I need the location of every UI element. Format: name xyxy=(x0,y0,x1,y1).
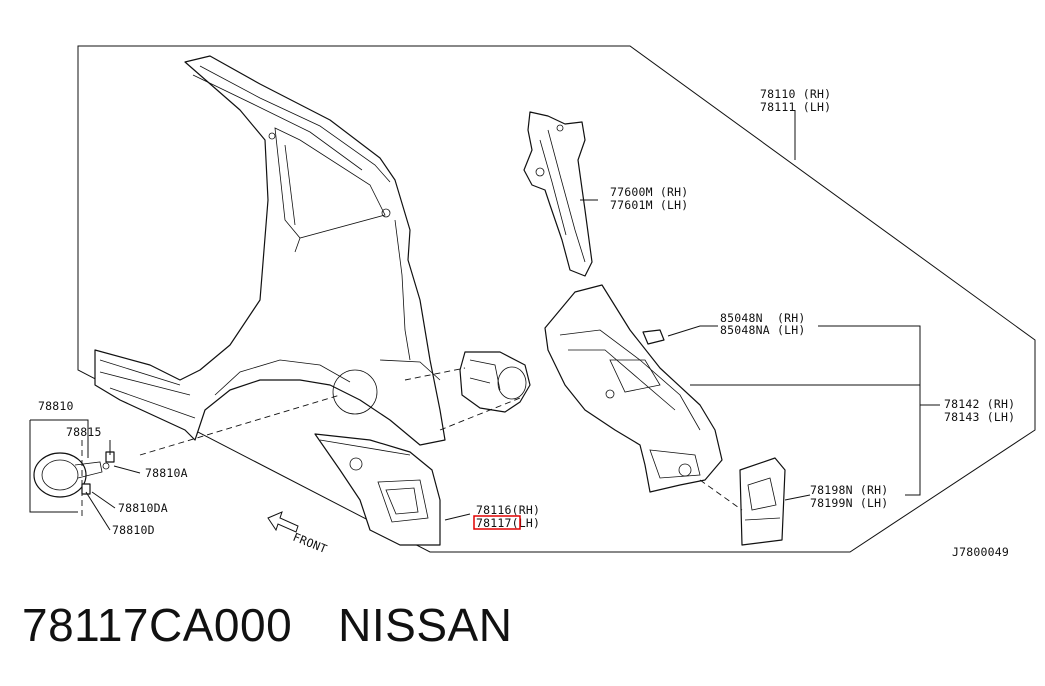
brand-name: NISSAN xyxy=(338,599,513,651)
front-arrow-icon xyxy=(267,511,299,533)
callout-78142: 78142 (RH) xyxy=(944,397,1015,411)
callout-78117[interactable]: 78117(LH) xyxy=(476,516,540,530)
callout-77601m: 77601M (LH) xyxy=(610,198,688,212)
callout-78810da: 78810DA xyxy=(118,501,168,515)
clip-85048[interactable] xyxy=(642,329,665,345)
inner-wheelhouse[interactable] xyxy=(544,284,723,493)
callout-78199n: 78199N (LH) xyxy=(810,496,888,510)
callout-78810: 78810 xyxy=(38,399,74,413)
assembly-line-2 xyxy=(404,367,466,381)
callout-78810d: 78810D xyxy=(112,523,155,537)
callout-78116: 78116(RH) xyxy=(476,503,540,517)
callout-77600m: 77600M (RH) xyxy=(610,185,688,199)
rear-pillar[interactable] xyxy=(523,111,593,277)
callout-78111: 78111 (LH) xyxy=(760,100,831,114)
front-label: FRONT xyxy=(291,530,329,556)
reference-code: J7800049 xyxy=(952,545,1009,559)
assembly-line-4 xyxy=(699,479,743,511)
quarter-panel[interactable] xyxy=(94,55,446,446)
part-number: 78117CA000 xyxy=(22,599,293,651)
callout-85048na: 85048NA (LH) xyxy=(720,323,805,337)
callout-78815: 78815 xyxy=(66,425,102,439)
parts-diagram: 78110 (RH) 78111 (LH) 77600M (RH) 77601M… xyxy=(29,45,1036,559)
assembly-line-3 xyxy=(439,397,521,431)
rear-lower-panel[interactable] xyxy=(314,433,441,546)
caption: 78117CA000 NISSAN xyxy=(22,598,512,652)
callout-78198n: 78198N (RH) xyxy=(810,483,888,497)
fuel-filler-pocket[interactable] xyxy=(459,351,531,413)
assembly-line-1 xyxy=(139,394,341,456)
callout-78143: 78143 (LH) xyxy=(944,410,1015,424)
highlight-box-78117[interactable] xyxy=(473,515,521,530)
bracket-78198[interactable] xyxy=(739,457,786,546)
fuel-lid-assembly[interactable] xyxy=(33,451,115,498)
callout-78110: 78110 (RH) xyxy=(760,87,831,101)
callout-78810a: 78810A xyxy=(145,466,188,480)
callout-85048n: 85048N (RH) xyxy=(720,311,805,325)
leader-lines xyxy=(29,110,940,531)
